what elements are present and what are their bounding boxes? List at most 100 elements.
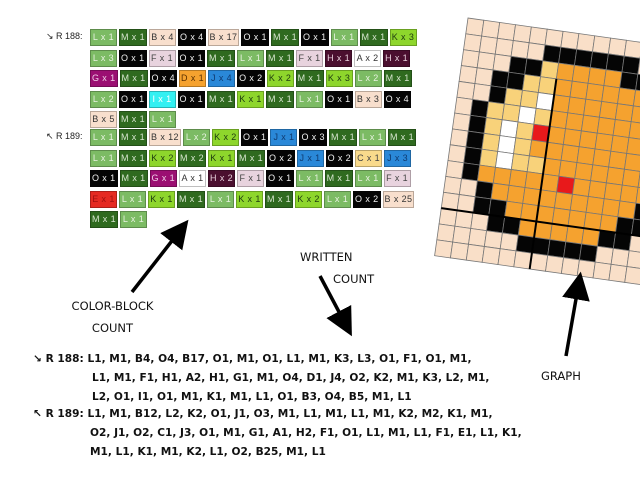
graph-cell: [476, 164, 496, 184]
graph-cell: [519, 89, 539, 109]
graph-cell: [563, 241, 583, 261]
color-block: O x 1: [90, 170, 118, 187]
graph-cell: [626, 250, 640, 270]
color-block: K x 1: [148, 190, 175, 208]
graph-cell: [576, 259, 596, 279]
color-block: O x 1: [300, 29, 329, 46]
graph-cell: [481, 132, 501, 152]
graph-cell: [605, 166, 625, 186]
graph-cell: [605, 53, 625, 73]
graph-cell: [524, 58, 544, 78]
graph-cell: [567, 96, 587, 116]
color-block: L x 1: [149, 111, 177, 128]
color-block: M x 1: [324, 170, 353, 187]
graph-cell: [490, 182, 510, 202]
graph-cell: [558, 46, 578, 66]
graph-cell: [608, 263, 628, 283]
graph-cell: [571, 64, 591, 84]
graph-cell: [468, 227, 488, 247]
graph-cell: [463, 33, 483, 53]
graph-cell: [624, 266, 640, 286]
color-block: L x 1: [207, 190, 235, 208]
graph-cell: [452, 225, 472, 245]
graph-cell: [495, 150, 515, 170]
color-block: O x 1: [119, 90, 147, 108]
graph-cell: [587, 67, 607, 87]
written-count-label: WRITTEN COUNT: [300, 246, 374, 290]
graph-cell: [569, 193, 589, 213]
graph-cell: [492, 166, 512, 186]
color-block: E x 1: [90, 190, 117, 208]
graph-cell: [617, 87, 637, 107]
color-block: K x 1: [236, 190, 264, 208]
graph-cell: [590, 164, 610, 184]
graph-cell: [578, 130, 598, 150]
written-row-188: ↘ R 188: L1, M1, B4, O4, B17, O1, M1, O1…: [0, 350, 522, 407]
graph-cell: [476, 51, 496, 71]
graph-cell: [587, 180, 607, 200]
color-block: L x 1: [295, 170, 323, 187]
graph-cell: [635, 186, 640, 206]
color-block: L x 1: [90, 149, 117, 167]
color-block: F x 1: [237, 170, 265, 187]
written-line: ↘ R 188: L1, M1, B4, O4, B17, O1, M1, O1…: [33, 353, 472, 365]
graph-cell: [506, 184, 526, 204]
graph-cell: [635, 73, 640, 93]
written-label-line2: COUNT: [333, 272, 375, 286]
graph-cell: [624, 152, 640, 172]
color-block: M x 1: [265, 190, 294, 208]
row-label: ↖ R 189:: [46, 131, 83, 141]
graph-cell: [434, 239, 454, 259]
color-block: O x 2: [325, 149, 354, 167]
graph-cell: [526, 42, 546, 62]
graph-cell: [603, 182, 623, 202]
graph-cell: [512, 24, 532, 44]
graph-cell: [467, 114, 487, 134]
written-line: L2, O1, I1, O1, M1, K1, M1, L1, O1, B3, …: [92, 391, 412, 403]
color-block: O x 4: [178, 29, 206, 46]
graph-cell: [460, 49, 480, 69]
row-label: ↘ R 188:: [46, 31, 83, 41]
color-block: J x 3: [384, 149, 412, 167]
color-block: L x 1: [120, 211, 148, 228]
graph-cell: [589, 51, 609, 71]
graph-cell: [472, 83, 492, 103]
graph-cell: [592, 35, 612, 55]
color-block: K x 2: [295, 190, 323, 208]
color-block: K x 1: [208, 149, 236, 167]
graph-cell: [556, 175, 576, 195]
color-block: L x 1: [90, 29, 117, 46]
graph-cell: [545, 254, 565, 274]
graph-cell: [560, 144, 580, 164]
graph-label: GRAPH: [541, 369, 581, 383]
color-block: O x 1: [177, 49, 206, 67]
graph-cell: [465, 17, 485, 37]
graph-cell: [479, 148, 499, 168]
graph-cell: [458, 178, 478, 198]
graph-cell: [510, 40, 530, 60]
color-block: M x 1: [383, 70, 412, 87]
color-block: M x 1: [266, 49, 295, 67]
color-block: K x 2: [266, 70, 294, 87]
color-block: O x 3: [299, 129, 327, 146]
graph-cell: [580, 114, 600, 134]
color-block: K x 3: [389, 29, 417, 46]
graph-cell: [497, 22, 516, 41]
color-block: O x 1: [177, 90, 206, 108]
color-block: O x 4: [149, 70, 178, 87]
color-block: A x 2: [354, 49, 382, 67]
graph-cell: [574, 162, 594, 182]
color-block: B x 3: [354, 90, 382, 108]
graph-cell: [461, 162, 481, 182]
color-block: L x 1: [119, 190, 146, 208]
written-line: ↖ R 189: L1, M1, B12, L2, K2, O1, J1, O3…: [33, 408, 493, 420]
graph-cell: [508, 169, 528, 189]
color-block: M x 1: [119, 29, 148, 46]
graph-cell: [474, 67, 494, 87]
graph-cell: [485, 101, 505, 121]
color-block: M x 1: [207, 90, 236, 108]
color-block: O x 2: [267, 149, 295, 167]
